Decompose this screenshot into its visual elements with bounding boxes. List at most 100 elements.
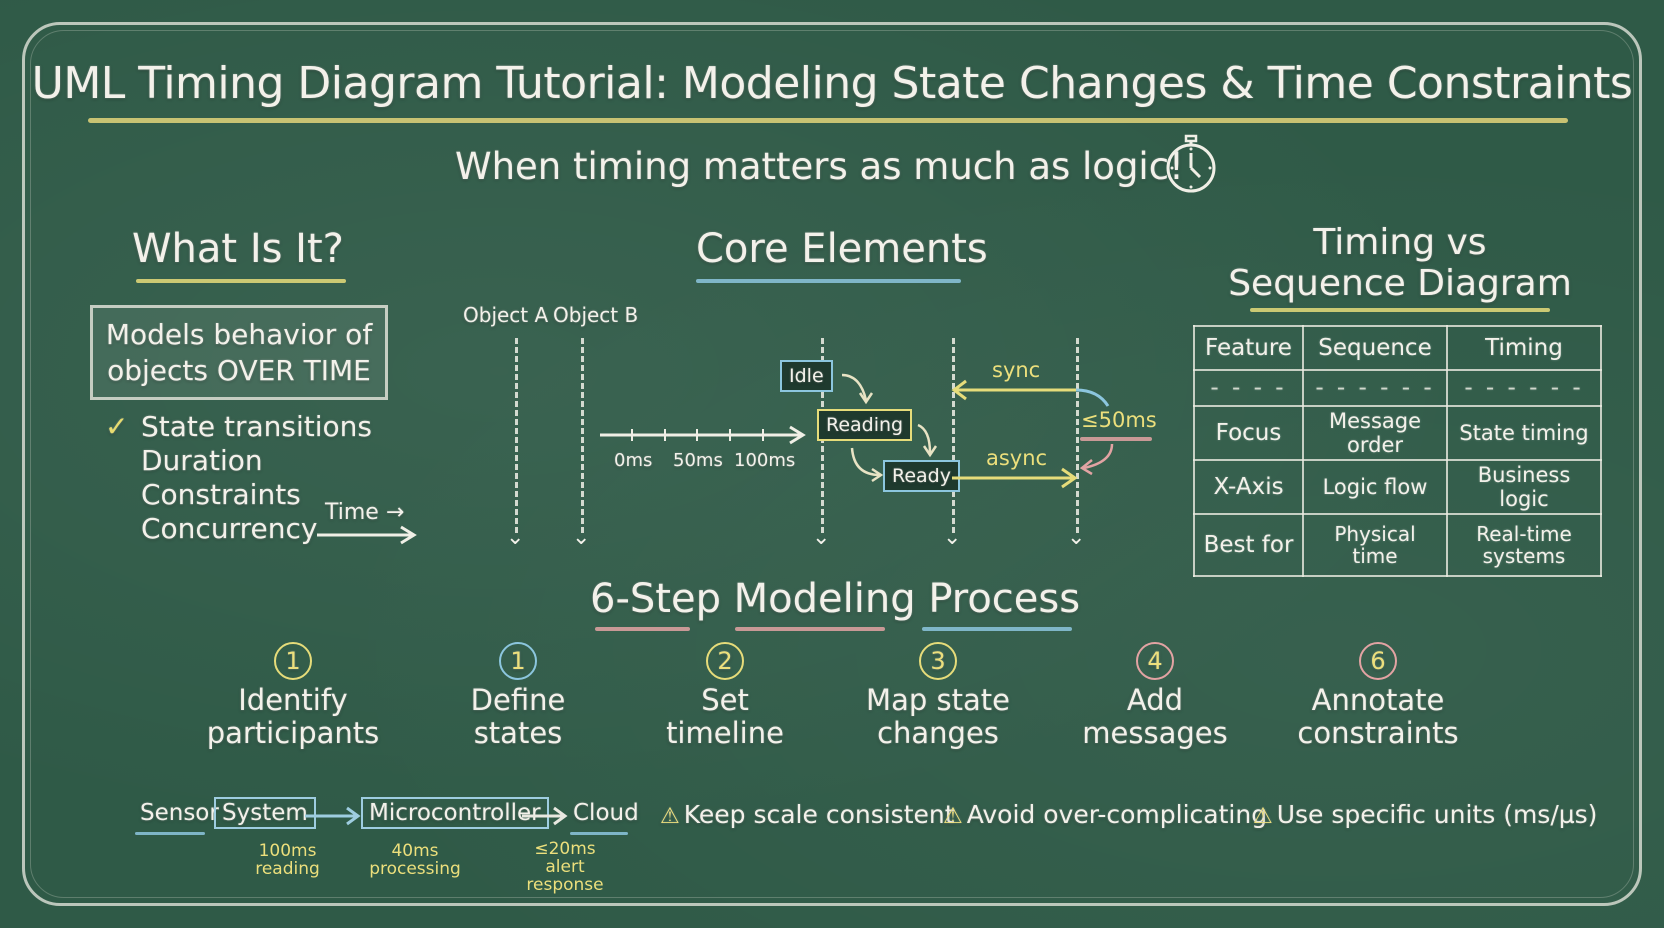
comparison-heading-line-1: Timing vs	[1313, 222, 1487, 263]
process-underline-1	[595, 627, 690, 631]
what-is-it-heading: What Is It?	[132, 226, 344, 272]
step-number-badge: 1	[274, 642, 312, 680]
table-row: Best for Physical time Real-time systems	[1193, 513, 1602, 577]
warning-icon: ⚠	[660, 804, 680, 829]
core-elements-underline	[696, 279, 961, 283]
warning-icon: ⚠	[1253, 804, 1273, 829]
step-map-state-changes: 3 Map state changes	[828, 642, 1048, 750]
arrow-down-icon: ⌄	[506, 525, 525, 550]
list-item: Constraints	[141, 478, 301, 511]
flow-arrow-icon	[522, 806, 568, 826]
lifeline-label-object-a: Object A	[463, 303, 549, 327]
core-elements-heading: Core Elements	[696, 226, 988, 272]
subtitle: When timing matters as much as logic!	[455, 145, 1184, 188]
definition-box: Models behavior of objects OVER TIME	[90, 305, 388, 400]
lifeline-object-b	[581, 338, 584, 533]
process-heading: 6-Step Modeling Process	[590, 576, 1081, 622]
step-number-badge: 2	[706, 642, 744, 680]
table-divider-row: - - - - - - - - - - - - - - - -	[1193, 369, 1602, 407]
table-cell: Best for	[1193, 513, 1304, 577]
step-set-timeline: 2 Set timeline	[615, 642, 835, 750]
column-header: Feature	[1193, 325, 1304, 371]
what-is-it-underline	[136, 279, 346, 283]
chalkboard-frame	[22, 22, 1642, 906]
lifeline-sender	[1076, 338, 1079, 533]
note-alert-response: ≤20ms alert response	[526, 839, 604, 895]
process-underline-3	[922, 627, 1072, 631]
constraint-label: ≤50ms	[1081, 408, 1157, 432]
tick-label-100ms: 100ms	[734, 450, 796, 471]
process-underline-2	[735, 627, 885, 631]
time-axis	[600, 425, 806, 445]
flow-system-box: System	[214, 797, 316, 829]
arrow-down-icon: ⌄	[943, 525, 962, 550]
note-reading: 100ms reading	[255, 841, 320, 879]
table-header-row: Feature Sequence Timing	[1193, 325, 1602, 371]
comparison-underline	[1250, 308, 1550, 312]
state-transition-arrows	[841, 373, 938, 483]
table-row: Focus Message order State timing	[1193, 405, 1602, 461]
flow-cloud: Cloud	[573, 800, 639, 826]
tip-avoid-overcomplicating: ⚠Avoid over-complicating	[943, 800, 1268, 829]
column-header: Timing	[1446, 325, 1602, 371]
async-message-arrow	[952, 467, 1078, 489]
feature-list: ✓ State transitions Duration Constraints…	[105, 410, 372, 546]
page-title: UML Timing Diagram Tutorial: Modeling St…	[31, 58, 1633, 109]
note-processing: 40ms processing	[369, 841, 461, 879]
state-idle: Idle	[780, 360, 833, 392]
list-item: Duration	[141, 444, 263, 477]
definition-line-1: Models behavior of	[105, 318, 373, 351]
constraint-arrow	[1079, 443, 1114, 476]
lifeline-object-a	[515, 338, 518, 533]
step-number-badge: 1	[499, 642, 537, 680]
table-cell: X-Axis	[1193, 459, 1304, 515]
column-header: Sequence	[1302, 325, 1448, 371]
tip-specific-units: ⚠Use specific units (ms/µs)	[1253, 800, 1598, 829]
flow-sensor: Sensor	[140, 800, 219, 826]
table-cell: Logic flow	[1302, 459, 1448, 515]
step-number-badge: 6	[1359, 642, 1397, 680]
table-cell: Real-time systems	[1446, 513, 1602, 577]
cloud-underline	[570, 832, 628, 835]
flow-arrow-icon	[305, 806, 361, 826]
sensor-underline	[135, 832, 205, 835]
comparison-heading: Timing vs Sequence Diagram	[1180, 222, 1620, 304]
time-label: Time →	[325, 500, 405, 525]
title-underline	[88, 118, 1568, 123]
list-item: Concurrency	[141, 512, 318, 545]
chalkboard-frame-inner	[30, 30, 1634, 898]
step-number-badge: 3	[919, 642, 957, 680]
list-item: State transitions	[141, 410, 372, 443]
time-arrow-icon	[317, 525, 417, 545]
flow-microcontroller-box: Microcontroller	[361, 797, 549, 829]
tip-keep-scale: ⚠Keep scale consistent	[660, 800, 955, 829]
tick-label-50ms: 50ms	[673, 450, 723, 471]
step-define-states: 1 Define states	[408, 642, 628, 750]
state-reading: Reading	[817, 409, 913, 441]
table-cell: Business logic	[1446, 459, 1602, 515]
arrow-down-icon: ⌄	[572, 525, 591, 550]
step-identify-participants: 1 Identify participants	[183, 642, 403, 750]
table-cell: Message order	[1302, 405, 1448, 461]
warning-icon: ⚠	[943, 804, 963, 829]
comparison-table: Feature Sequence Timing - - - - - - - - …	[1193, 325, 1602, 577]
table-row: X-Axis Logic flow Business logic	[1193, 459, 1602, 515]
table-cell: State timing	[1446, 405, 1602, 461]
step-number-badge: 4	[1136, 642, 1174, 680]
step-annotate-constraints: 6 Annotate constraints	[1268, 642, 1488, 750]
table-cell: Focus	[1193, 405, 1304, 461]
sync-message-arrow	[951, 379, 1110, 407]
lifeline-label-object-b: Object B	[553, 303, 639, 327]
arrow-down-icon: ⌄	[812, 525, 831, 550]
stopwatch-icon	[1166, 134, 1216, 193]
step-add-messages: 4 Add messages	[1045, 642, 1265, 750]
definition-line-2: objects OVER TIME	[107, 354, 371, 387]
table-cell: Physical time	[1302, 513, 1448, 577]
async-label: async	[986, 446, 1048, 470]
tick-label-0ms: 0ms	[614, 450, 653, 471]
comparison-heading-line-2: Sequence Diagram	[1228, 263, 1572, 304]
arrow-down-icon: ⌄	[1067, 525, 1086, 550]
lifeline-receiver	[952, 338, 955, 533]
constraint-underline	[1080, 437, 1152, 441]
sync-label: sync	[992, 358, 1041, 382]
